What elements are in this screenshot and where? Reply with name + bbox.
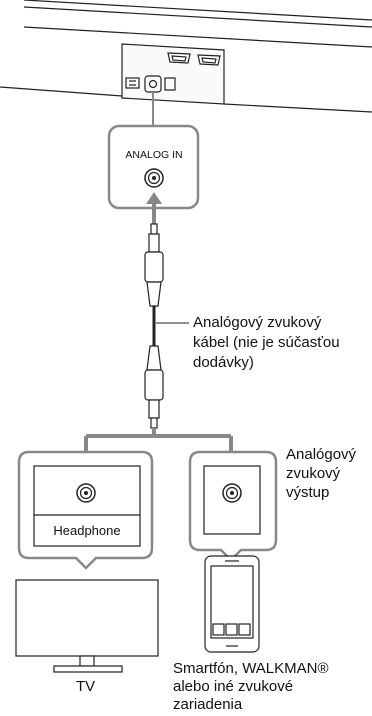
cable-label-line-2: kábel (nie je súčasťou (193, 334, 340, 351)
analog-in-jack-icon (144, 168, 164, 188)
analog-audio-cable (144, 223, 164, 429)
smartphone-caption-line-3: zariadenia (173, 696, 243, 713)
tv-headphone-callout: Headphone (17, 450, 154, 570)
hdmi-port-icon (167, 52, 221, 66)
output-label-line-3: výstup (286, 484, 330, 501)
up-arrow-icon (146, 192, 162, 226)
cable-label-line-3: dodávky) (193, 354, 254, 371)
tv-caption: TV (76, 678, 96, 695)
smartphone-output-callout (188, 450, 278, 562)
side-port-icon (125, 77, 140, 89)
cable-label-line-1: Analógový zvukový (193, 314, 322, 331)
analog-in-label: ANALOG IN (125, 149, 182, 161)
output-jack-icon (222, 483, 242, 503)
output-label-line-2: zvukový (286, 465, 341, 482)
output-label-line-1: Analógový (286, 446, 357, 463)
smartphone-caption-line-1: Smartfón, WALKMAN® (173, 660, 329, 677)
smartphone-caption-line-2: alebo iné zvukové (173, 678, 294, 695)
smartphone-icon (204, 555, 260, 653)
headphone-jack-icon (76, 483, 96, 503)
headphone-port-label: Headphone (53, 523, 120, 538)
tv-icon (15, 579, 159, 673)
